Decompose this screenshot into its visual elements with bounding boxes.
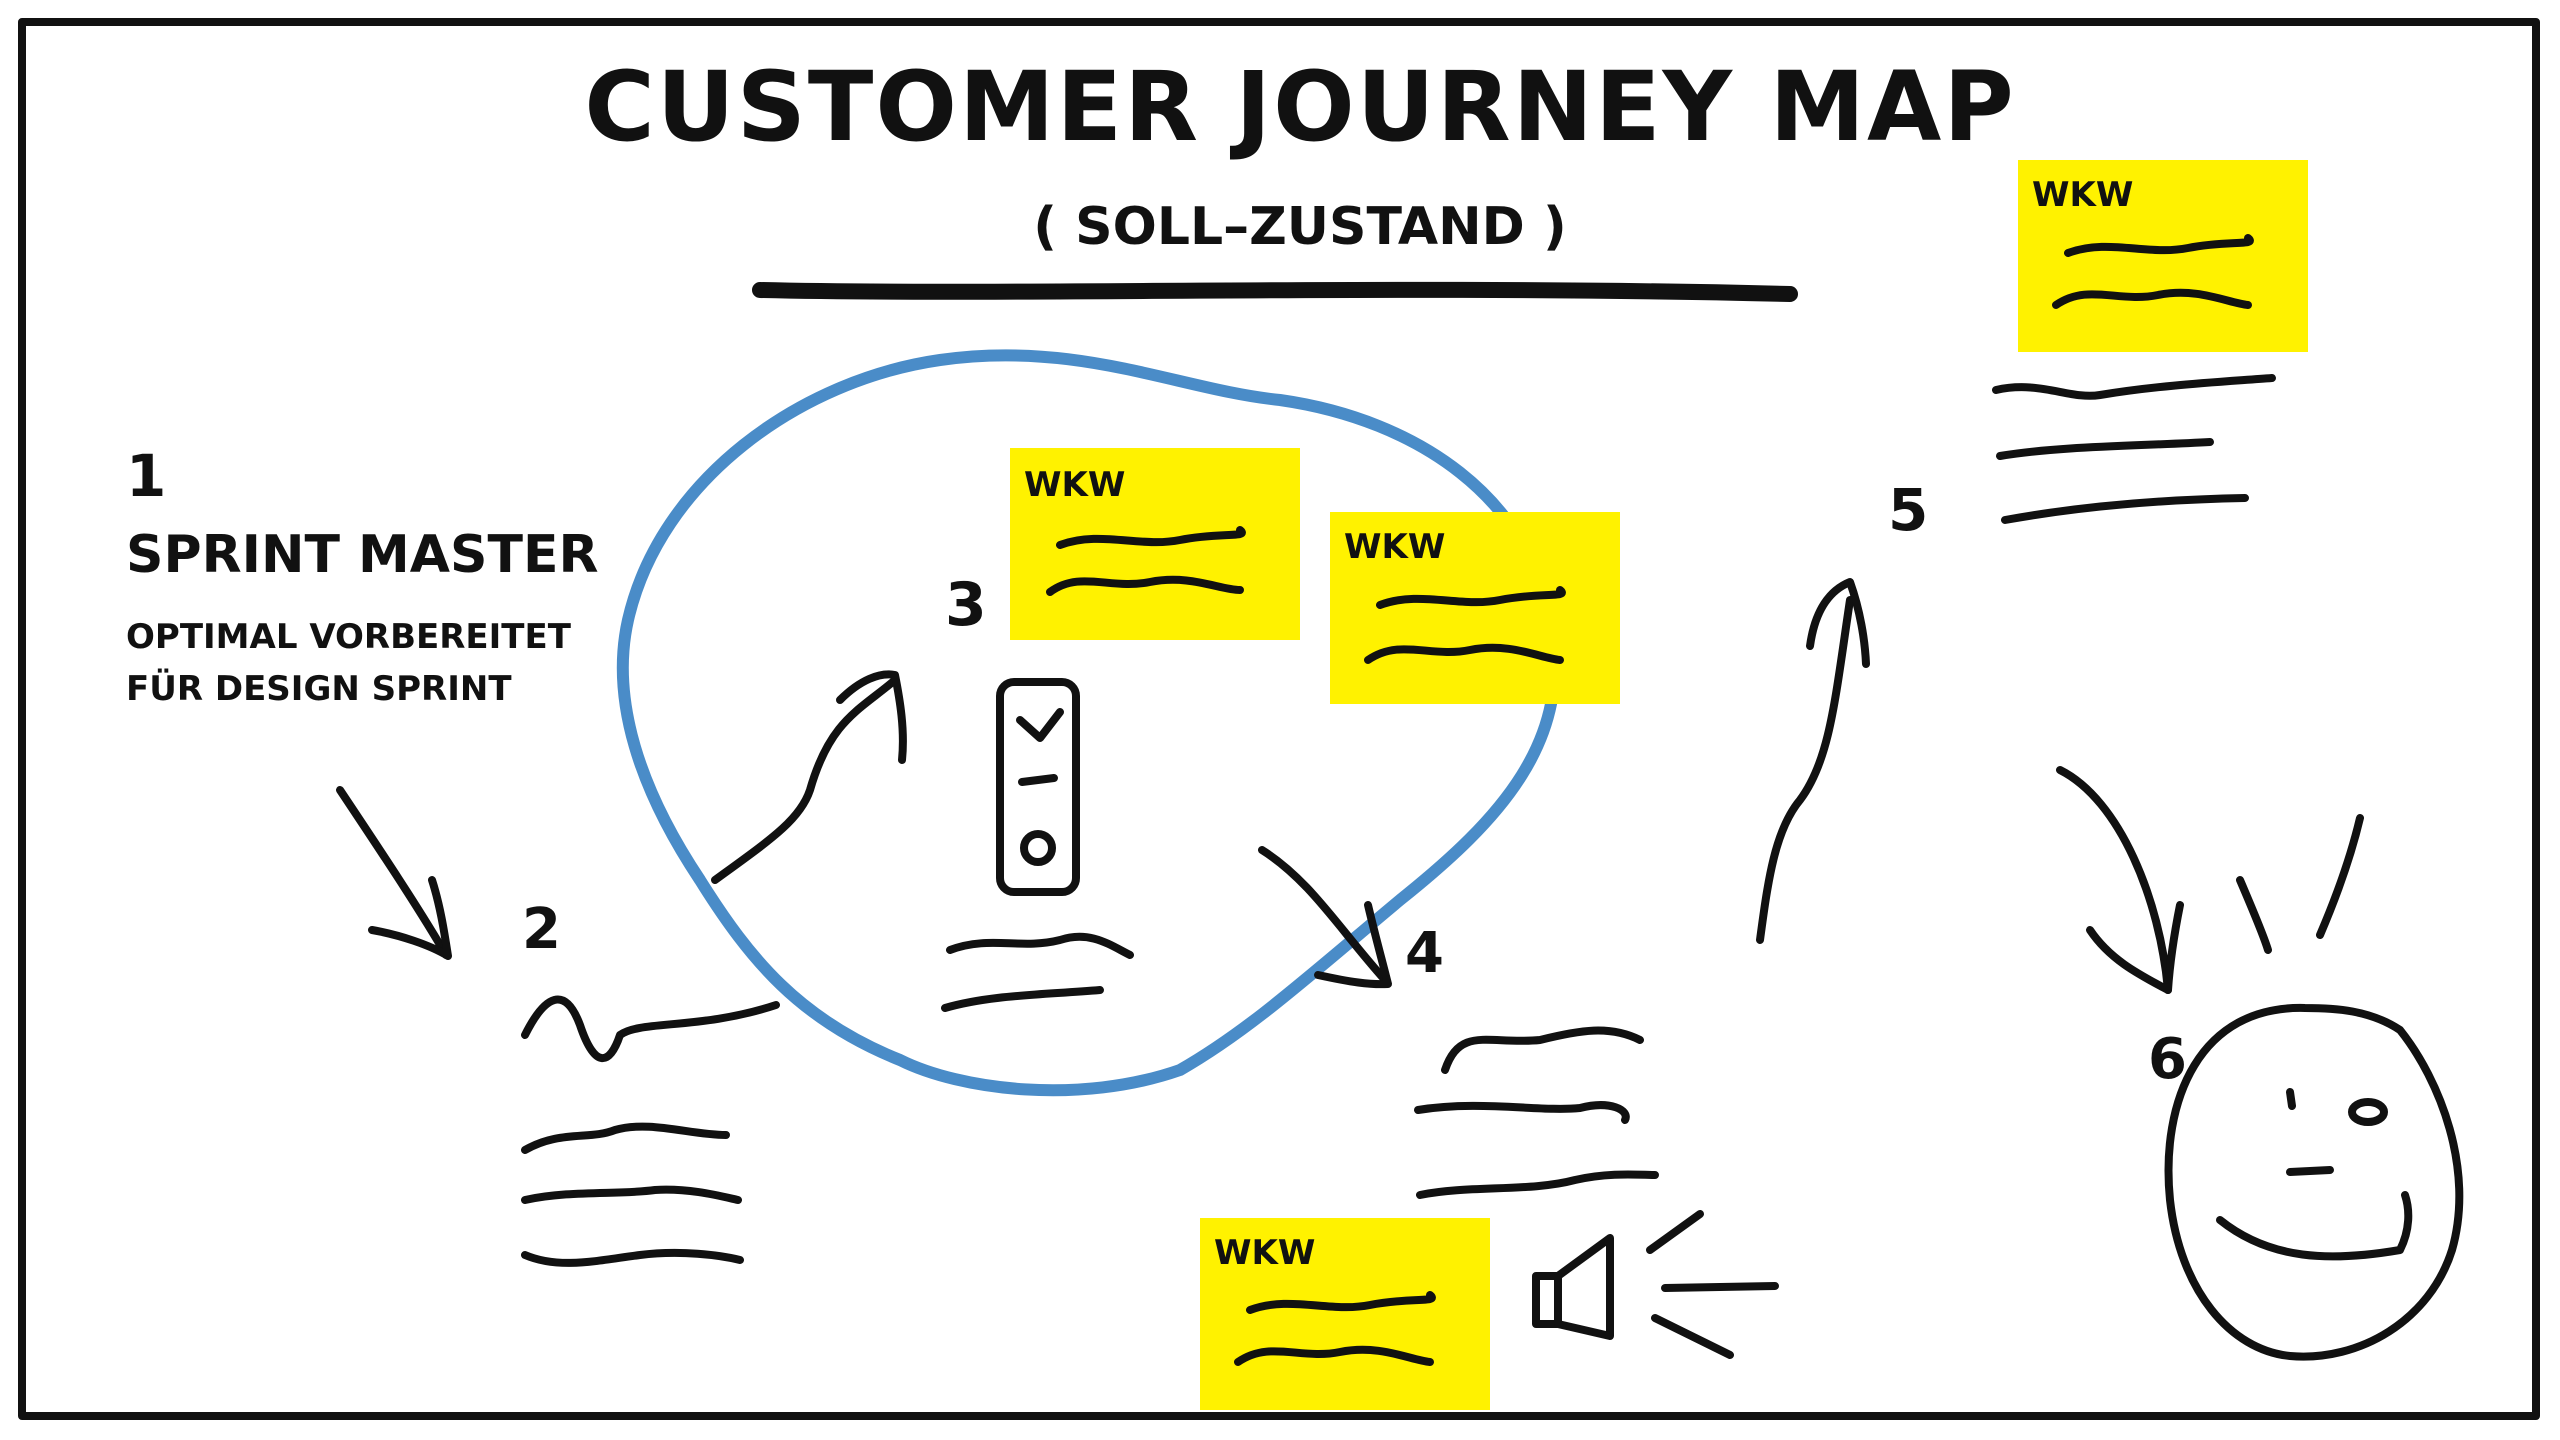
step-6-number: 6 (2148, 1027, 2187, 1092)
sticky-label: WKW (1024, 465, 1125, 505)
board-frame (18, 18, 2540, 1420)
phone-icon (996, 678, 1080, 896)
step-5-number: 5 (1888, 476, 1928, 544)
sticky-note-megaphone: WKW (1200, 1218, 1490, 1410)
map-title: CUSTOMER JOURNEY MAP (584, 51, 2015, 163)
focus-circle (616, 349, 1561, 1097)
sticky-note-step-4: WKW (1330, 512, 1620, 704)
map-subtitle: ( SOLL–ZUSTAND ) (1033, 197, 1566, 257)
step-1-desc-line1: OPTIMAL VORBEREITET (126, 617, 572, 657)
sticky-note-step-5: WKW (2018, 160, 2308, 352)
step-3-scribbles (941, 932, 1134, 1012)
arrow-5-to-6 (2056, 766, 2184, 994)
arrow-3-to-4 (1258, 846, 1392, 989)
sticky-label: WKW (1344, 527, 1445, 567)
sticky-label: WKW (2032, 175, 2133, 215)
step-4-scribbles (1414, 1026, 1659, 1199)
step-1-title: SPRINT MASTER (126, 525, 599, 585)
title-underline (752, 281, 1798, 302)
step-2-number: 2 (522, 897, 561, 962)
step-2-scribbles (521, 995, 780, 1267)
sticky-note-step-3: WKW (1010, 448, 1300, 640)
step-3-number: 3 (945, 570, 987, 640)
step-1-desc-line2: FÜR DESIGN SPRINT (126, 668, 512, 709)
megaphone-icon (1532, 1210, 1779, 1359)
smiley-face-icon (2164, 814, 2464, 1361)
arrow-1-to-2 (336, 786, 452, 960)
arrow-4-to-5 (1756, 578, 1870, 944)
step-1-number: 1 (126, 442, 166, 510)
arrow-2-to-3 (711, 670, 907, 884)
step-5-scribbles (1992, 374, 2276, 524)
step-4-number: 4 (1405, 921, 1444, 986)
sticky-label: WKW (1214, 1233, 1315, 1273)
